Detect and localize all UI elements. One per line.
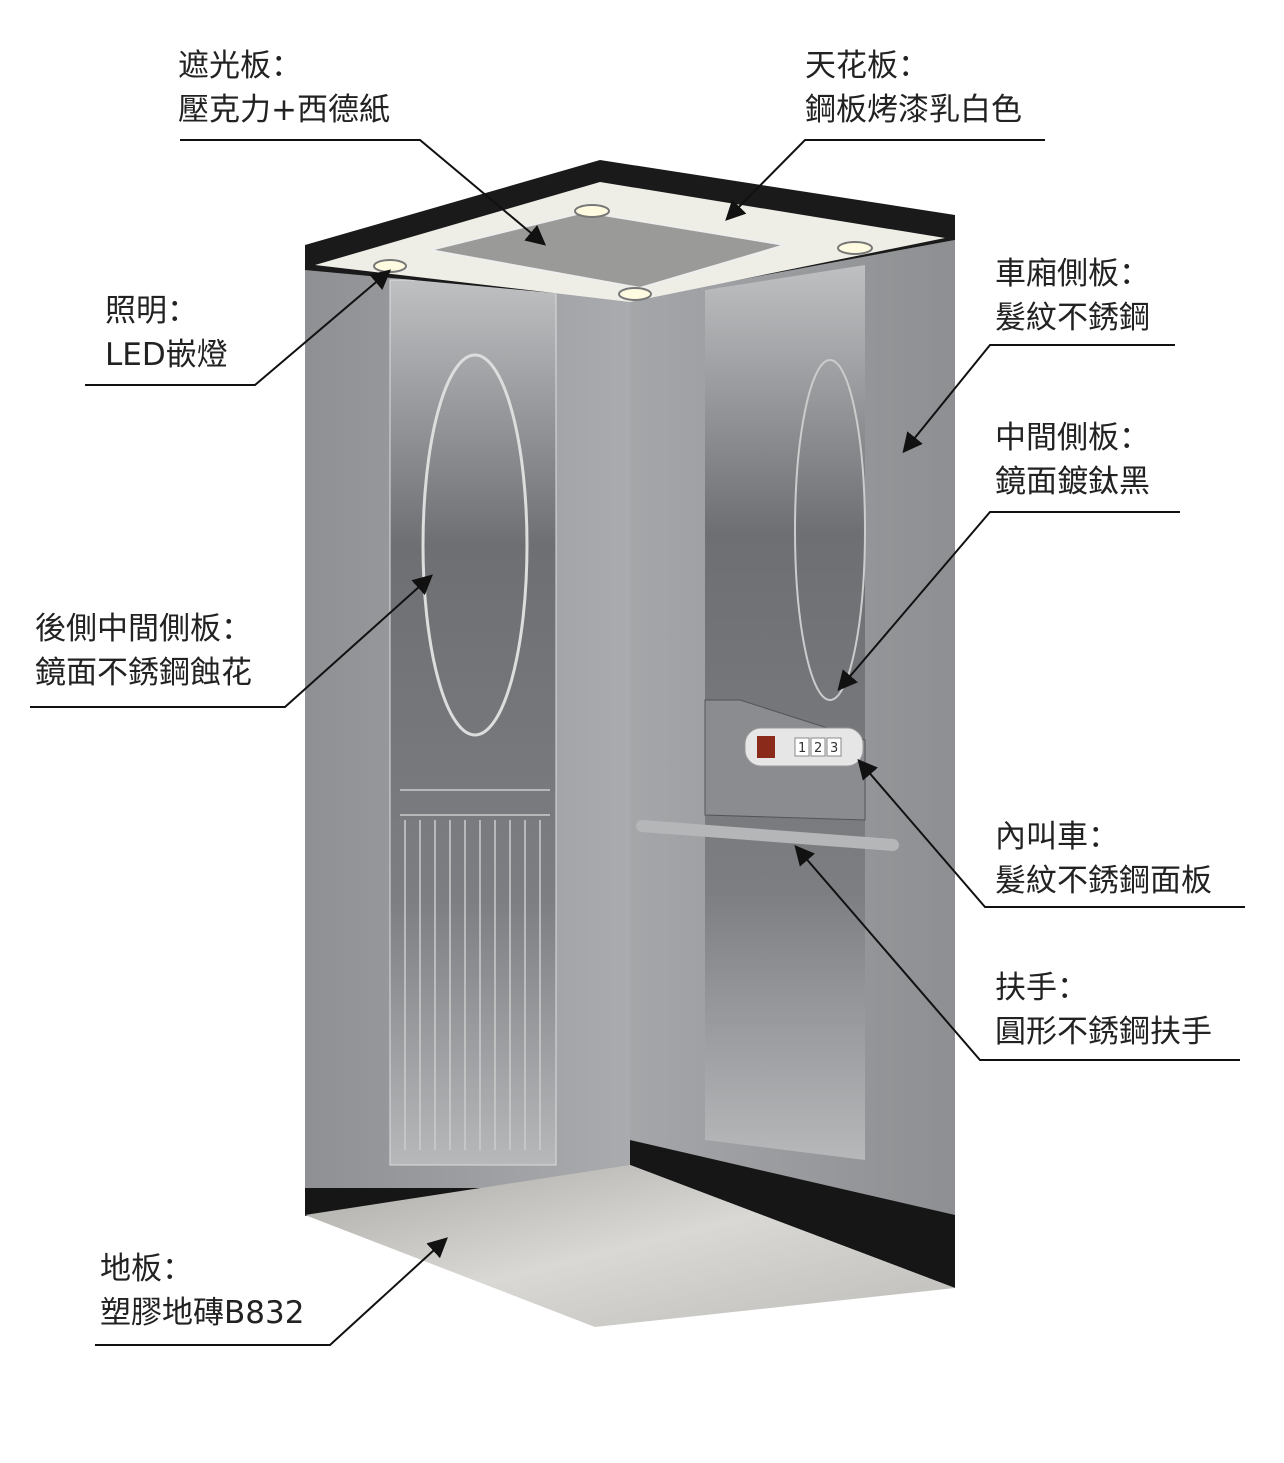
label-desc: LED嵌燈 <box>105 337 228 373</box>
label-title: 天花板： <box>805 48 929 84</box>
label-visor: 遮光板： 壓克力+西德紙 <box>178 44 390 132</box>
label-middle-side-panel: 中間側板： 鏡面鍍鈦黑 <box>995 416 1150 504</box>
floor-button-3[interactable] <box>826 737 842 757</box>
skirting-right <box>630 1140 955 1288</box>
label-title: 照明： <box>105 293 198 329</box>
leader-middle-side-panel <box>837 511 1180 692</box>
etched-stripes <box>400 789 550 1150</box>
leader-handrail <box>794 844 1240 1061</box>
label-title: 中間側板： <box>995 420 1150 456</box>
label-title: 內叫車： <box>995 819 1119 855</box>
leader-ceiling <box>725 139 1045 221</box>
label-floor: 地板： 塑膠地磚B832 <box>100 1247 304 1335</box>
label-title: 地板： <box>100 1251 193 1287</box>
floor-tile <box>305 1165 955 1327</box>
label-desc: 鋼板烤漆乳白色 <box>805 92 1022 128</box>
leader-operating-panel <box>857 758 1245 908</box>
car-operating-panel: 1 2 3 <box>744 727 864 767</box>
label-desc: 髮紋不銹鋼 <box>995 300 1150 336</box>
label-title: 車廂側板： <box>995 256 1150 292</box>
leader-floor <box>95 1237 448 1346</box>
label-desc: 塑膠地磚B832 <box>100 1295 305 1331</box>
label-title: 遮光板： <box>178 48 302 84</box>
leader-lighting <box>85 269 392 386</box>
label-lighting: 照明： LED嵌燈 <box>105 289 228 377</box>
label-ceiling: 天花板： 鋼板烤漆乳白色 <box>805 44 1022 132</box>
floor-1-text: 1 <box>798 741 806 756</box>
leader-rear-middle-panel <box>30 574 433 708</box>
label-desc: 髮紋不銹鋼面板 <box>995 863 1212 899</box>
reflected-oval <box>794 359 866 701</box>
floor-3-text: 3 <box>830 741 838 756</box>
rear-mirror-panel <box>389 279 557 1166</box>
label-title: 扶手： <box>995 970 1088 1006</box>
label-desc: 壓克力+西德紙 <box>178 92 390 128</box>
label-desc: 圓形不銹鋼扶手 <box>995 1014 1212 1050</box>
label-car-operating-panel: 內叫車： 髮紋不銹鋼面板 <box>995 815 1212 903</box>
middle-mirror-panel <box>705 265 865 1160</box>
led-downlights <box>373 204 873 301</box>
label-rear-middle-panel: 後側中間側板： 鏡面不銹鋼蝕花 <box>35 607 252 695</box>
label-title: 後側中間側板： <box>35 611 252 647</box>
leader-car-side-panel <box>902 344 1175 454</box>
label-desc: 鏡面鍍鈦黑 <box>995 464 1150 500</box>
etched-oval <box>421 353 529 737</box>
label-car-side-panel: 車廂側板： 髮紋不銹鋼 <box>995 252 1150 340</box>
light-visor <box>429 210 786 290</box>
floor-button-1[interactable] <box>794 737 810 757</box>
label-desc: 鏡面不銹鋼蝕花 <box>35 655 252 691</box>
leader-visor <box>180 139 547 246</box>
label-handrail: 扶手： 圓形不銹鋼扶手 <box>995 966 1212 1054</box>
floor-button-2[interactable] <box>810 737 826 757</box>
handrail <box>636 820 899 851</box>
floor-2-text: 2 <box>814 741 822 756</box>
